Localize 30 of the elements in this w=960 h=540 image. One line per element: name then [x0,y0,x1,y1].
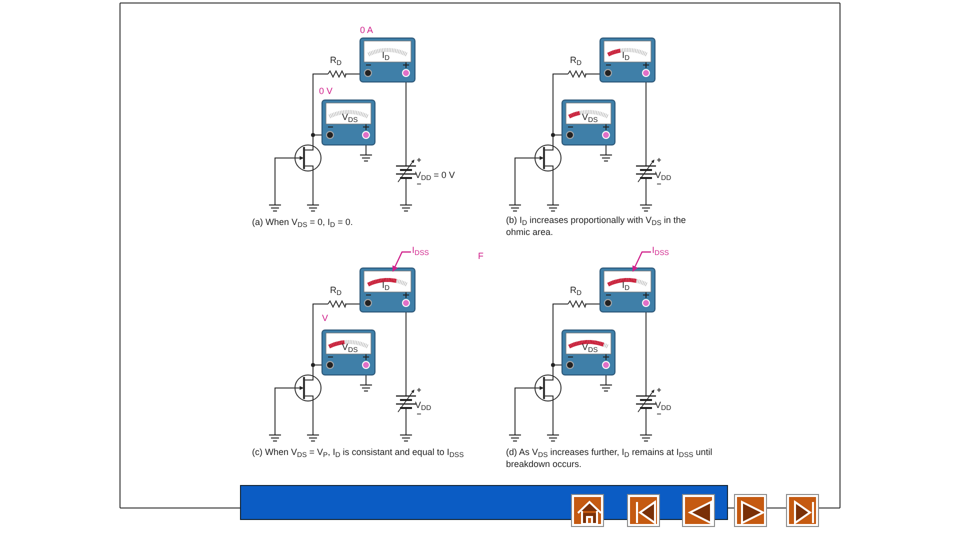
component-label: V$_{DS}$ [582,343,598,355]
figure-caption: (b) I$_{D}$ increases proportionally with V$_{DS}$ in the ohmic area. [506,216,687,238]
component-label: I$_{D}$ [382,51,390,63]
reading-label: I$_{DSS}$ [412,246,429,258]
component-label: V$_{DS}$ [342,343,358,355]
component-label: I$_{D}$ [622,281,630,293]
meter-scale [364,270,412,292]
component-label: V$_{DD}$ [655,171,672,183]
component-label: V$_{DD}$ [415,401,432,413]
meter-scale [604,270,652,292]
figure-caption: (c) When V$_{DS}$ = V$_{P}$, I$_{D}$ is consistant and equal to I$_{DSS}$ [252,448,465,460]
leader-line [392,251,411,272]
component-label: R$_{D}$ [330,286,342,298]
reading-label: I$_{DSS}$ [652,246,669,258]
reading-label: 0 A [360,26,374,36]
leader-line [632,251,651,272]
component-label: V$_{DD}$ = 0 V [415,171,455,183]
component-label: R$_{D}$ [330,56,342,68]
component-label: I$_{D}$ [622,51,630,63]
component-label: R$_{D}$ [570,56,582,68]
reading-label: F [478,252,484,262]
component-label: V$_{DD}$ [655,401,672,413]
component-label: V$_{DS}$ [582,113,598,125]
component-label: I$_{D}$ [382,281,390,293]
figure-caption: (a) When V$_{DS}$ = 0, I$_{D}$ = 0. [252,218,354,230]
component-label: V$_{DS}$ [342,113,358,125]
reading-label: V [322,314,328,324]
component-label: R$_{D}$ [570,286,582,298]
figure-caption: (d) As V$_{DS}$ increases further, I$_{D}$ remains at I$_{DSS}$ until breakdown occurs. [506,448,714,470]
reading-label: 0 V [319,87,333,97]
